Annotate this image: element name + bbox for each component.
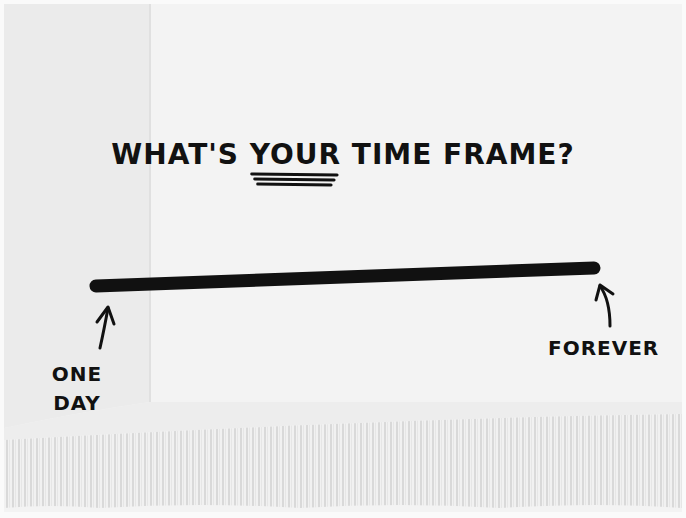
napkin-fringe xyxy=(4,414,682,508)
emphasis-underline xyxy=(255,179,334,180)
title: WHAT'S YOUR TIME FRAME? xyxy=(0,138,686,171)
emphasis-underline xyxy=(258,184,331,185)
napkin-fold xyxy=(4,4,150,428)
timeline-bar xyxy=(96,268,594,286)
arrow-forever xyxy=(596,285,613,326)
emphasis-underline xyxy=(252,174,337,175)
end-label: FOREVER xyxy=(548,336,659,360)
arrow-one-day xyxy=(97,307,114,348)
end-label: ONE DAY xyxy=(40,360,114,418)
napkin xyxy=(4,4,682,512)
